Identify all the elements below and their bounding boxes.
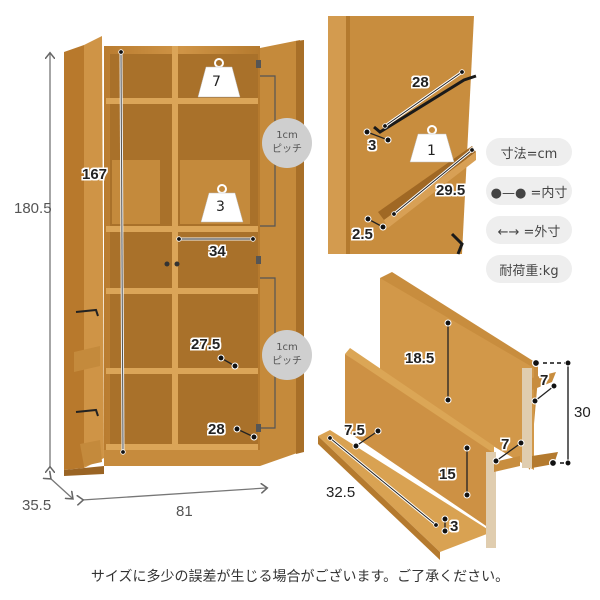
weight-value-1: 1	[427, 143, 436, 159]
hanger-gap-label: 3	[368, 137, 377, 154]
outer-width-label: 81	[176, 503, 193, 520]
inner-width-label: 34	[209, 243, 226, 260]
pitch-badge-bottom: 1cm ピッチ	[262, 330, 312, 380]
weight-icon-3	[200, 184, 244, 223]
weight-icon-1	[409, 125, 455, 163]
cabinet-dimensions	[50, 49, 276, 500]
length-label: 32.5	[326, 484, 356, 501]
disclaimer-note: サイズに多少の誤差が生じる場合がございます。ご了承ください。	[90, 569, 510, 585]
outer-depth-label: 35.5	[22, 497, 52, 514]
weight-value-3: 3	[216, 199, 225, 215]
groove-label: 3	[450, 518, 459, 535]
pitch-bottom-line1: 1cm	[276, 342, 298, 353]
pitch-badge-top: 1cm ピッチ	[262, 118, 312, 168]
legend-unit-cm: 寸法=cm	[486, 138, 572, 166]
top-step-depth-label: 7	[540, 372, 549, 389]
outer-height-label: 180.5	[14, 200, 52, 217]
mid-step-depth-label: 7	[501, 436, 510, 453]
back-height-label: 18.5	[405, 350, 435, 367]
front-height-label: 15	[439, 466, 456, 483]
pitch-top-line2: ピッチ	[272, 144, 302, 155]
pitch-bottom-line2: ピッチ	[272, 356, 302, 367]
shelf-depth-lower-label: 28	[208, 421, 225, 438]
file-stand-illustration	[318, 272, 572, 560]
cabinet-illustration	[64, 36, 304, 476]
weight-icon-7	[197, 58, 241, 98]
pitch-top-line1: 1cm	[276, 130, 298, 141]
side-panel-illustration	[328, 16, 477, 255]
inner-height-label: 167	[82, 166, 108, 183]
shelf-length-label: 29.5	[436, 182, 466, 199]
legend-inner-dimension: ●—● =内寸	[486, 177, 572, 205]
base-depth-label: 7.5	[344, 422, 365, 439]
legend-load-capacity: 耐荷重:kg	[486, 255, 572, 283]
shelf-lip-label: 2.5	[352, 226, 373, 243]
legend-outer-dimension: ←→ =外寸	[486, 216, 572, 244]
total-height-label: 30	[574, 404, 591, 421]
weight-value-7: 7	[212, 74, 221, 90]
shelf-depth-upper-label: 27.5	[191, 336, 221, 353]
hanger-length-label: 28	[412, 74, 429, 91]
